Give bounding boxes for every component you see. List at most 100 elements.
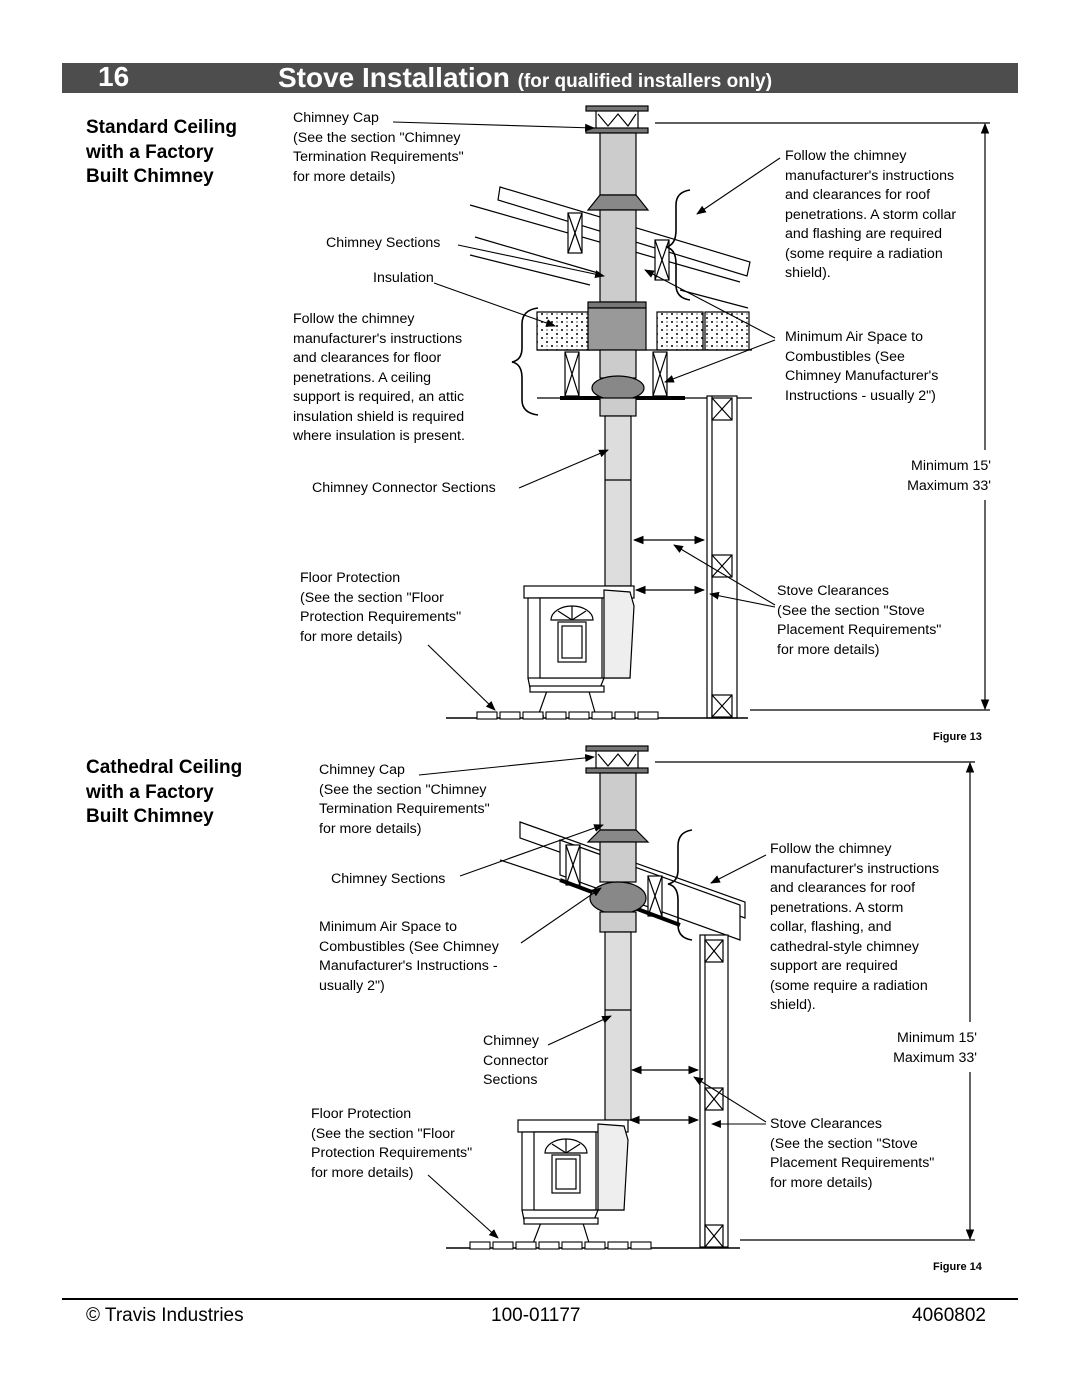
label-line: and flashing are required	[785, 226, 942, 242]
heading-line: Built Chimney	[86, 806, 214, 827]
label-line: (some require a radiation	[770, 977, 928, 994]
label-line: and clearances for floor	[293, 350, 442, 366]
label-line: for more details)	[770, 1174, 873, 1191]
heading-line: Cathedral Ceiling	[86, 757, 243, 778]
heading-line: Standard Ceiling	[86, 117, 237, 138]
label-line: Follow the chimney	[770, 841, 892, 857]
label-line: (some require a radiation	[785, 245, 943, 262]
label-line: for more details)	[311, 1164, 414, 1181]
label-line: Chimney Cap	[319, 762, 405, 778]
wall-stud-14	[699, 934, 729, 1248]
label-line: shield).	[785, 265, 831, 281]
chimney-pipe-14	[585, 745, 650, 1121]
figure-14-caption: Figure 14	[933, 1261, 982, 1273]
stove-14	[517, 1119, 629, 1247]
label-line: Protection Requirements"	[311, 1145, 473, 1161]
label-air-space: Minimum Air Space to Combustibles (See C…	[785, 328, 938, 406]
label-line: support is required, an attic	[293, 389, 465, 405]
section-heading-standard-ceiling: Standard Ceiling with a Factory Built Ch…	[86, 116, 266, 190]
label-line: and clearances for roof	[785, 187, 931, 203]
label-floor-protection: Floor Protection (See the section "Floor…	[300, 569, 461, 647]
label-stove-clearances: Stove Clearances (See the section "Stove…	[777, 582, 941, 660]
label-line: for more details)	[300, 628, 403, 645]
label-floor-penetration-note: Follow the chimney manufacturer's instru…	[293, 310, 465, 447]
label-air-space-14: Minimum Air Space to Combustibles (See C…	[319, 918, 499, 996]
leader-lines-13	[392, 121, 781, 711]
label-line: Follow the chimney	[785, 148, 907, 164]
label-line: cathedral-style chimney	[770, 938, 920, 955]
label-stove-clearances-14: Stove Clearances (See the section "Stove…	[770, 1115, 934, 1193]
leader-lines-14	[418, 753, 767, 1239]
label-chimney-sections-14: Chimney Sections	[331, 871, 446, 887]
label-line: penetrations. A ceiling	[293, 369, 432, 386]
height-dimension-14	[655, 761, 975, 1241]
label-line: Instructions - usually 2")	[785, 387, 936, 404]
label-line: penetrations. A storm collar	[785, 206, 957, 223]
label-line: Chimney Cap	[293, 110, 379, 126]
label-line: penetrations. A storm	[770, 899, 904, 916]
label-line: Follow the chimney	[293, 311, 415, 327]
footer-part-number: 4060802	[912, 1305, 986, 1326]
footer-doc-number: 100-01177	[491, 1305, 581, 1326]
heading-line: Built Chimney	[86, 166, 214, 187]
label-floor-protection-14: Floor Protection (See the section "Floor…	[311, 1105, 472, 1183]
label-chimney-sections: Chimney Sections	[326, 235, 441, 251]
label-line: (See the section "Floor	[311, 1125, 455, 1142]
label-line: Floor Protection	[300, 570, 401, 586]
label-line: Maximum 33'	[893, 1049, 977, 1066]
label-line: Termination Requirements"	[319, 801, 490, 817]
label-insulation: Insulation	[373, 270, 434, 286]
height-dimension-13	[655, 122, 990, 711]
label-height-range-14: Minimum 15' Maximum 33'	[885, 1029, 977, 1068]
clearance-arrows-14	[628, 1065, 700, 1125]
wall-stud	[706, 395, 738, 719]
label-line: Placement Requirements"	[777, 622, 942, 638]
label-line: (See the section "Stove	[777, 602, 925, 619]
label-line: for more details)	[319, 820, 422, 837]
label-height-range: Minimum 15' Maximum 33'	[899, 457, 991, 496]
page-title: Stove Installation (for qualified instal…	[278, 62, 772, 94]
label-line: Sections	[483, 1072, 538, 1088]
page-title-subtitle: (for qualified installers only)	[517, 71, 773, 92]
label-line: Connector	[483, 1052, 549, 1069]
label-line: Minimum Air Space to	[319, 919, 457, 935]
label-line: Stove Clearances	[770, 1116, 882, 1132]
clearance-arrows-13	[632, 535, 706, 595]
label-line: (See the section "Stove	[770, 1135, 918, 1152]
heading-line: with a Factory	[86, 781, 214, 803]
figure-14-diagram	[418, 745, 975, 1250]
label-line: Chimney	[483, 1033, 539, 1049]
page-title-main: Stove Installation	[278, 62, 510, 93]
chimney-pipe	[585, 105, 650, 587]
floor-protection-hearth-14	[446, 1241, 740, 1250]
label-line: Manufacturer's Instructions -	[319, 958, 498, 974]
label-line: Placement Requirements"	[770, 1155, 935, 1171]
heading-line: with a Factory	[86, 141, 214, 163]
label-line: (See the section "Floor	[300, 589, 444, 606]
floor-protection-hearth	[446, 711, 748, 720]
label-chimney-cap: Chimney Cap (See the section "Chimney Te…	[293, 109, 464, 187]
label-line: collar, flashing, and	[770, 919, 892, 935]
label-line: usually 2")	[319, 977, 385, 994]
page-number: 16	[98, 61, 130, 92]
label-line: Termination Requirements"	[293, 149, 464, 165]
label-line: Chimney Manufacturer's	[785, 368, 939, 384]
label-chimney-connector-sections-14: Chimney Connector Sections	[483, 1032, 548, 1091]
label-line: Combustibles (See	[785, 348, 905, 365]
header-bar	[62, 63, 1018, 93]
attic-floor	[536, 311, 752, 400]
stove	[523, 585, 635, 717]
label-line: shield).	[770, 997, 816, 1013]
figure-13-diagram	[392, 105, 990, 720]
label-line: for more details)	[293, 168, 396, 185]
label-line: and clearances for roof	[770, 880, 916, 896]
label-line: (See the section "Chimney	[293, 129, 461, 146]
brace-14	[667, 829, 693, 941]
braces	[511, 189, 691, 416]
footer-rule	[62, 1298, 1018, 1300]
label-line: manufacturer's instructions	[293, 330, 463, 347]
label-line: Floor Protection	[311, 1106, 412, 1122]
label-chimney-cap-14: Chimney Cap (See the section "Chimney Te…	[319, 761, 490, 839]
section-heading-cathedral-ceiling: Cathedral Ceiling with a Factory Built C…	[86, 756, 266, 830]
